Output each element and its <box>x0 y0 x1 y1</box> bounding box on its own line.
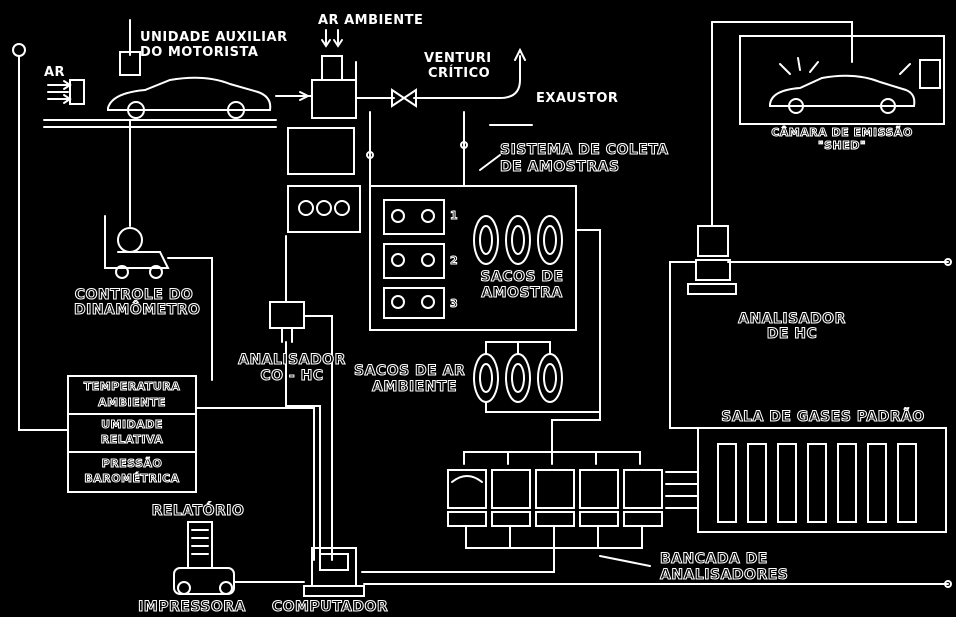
env-computer-line <box>196 408 314 560</box>
label-sistema-1: SISTEMA DE COLETA <box>500 143 669 157</box>
label-controle-1: CONTROLE DO <box>74 288 194 302</box>
ambient-air-bags <box>474 230 600 412</box>
air-inlet-arrows-icon <box>48 80 84 104</box>
label-ar: AR <box>44 66 65 80</box>
analyzer-bench <box>362 412 662 572</box>
label-camara-1: CÂMARA DE EMISSÃO <box>752 127 932 139</box>
hc-analyzer-icon <box>688 226 736 294</box>
sample-selector-valves <box>384 200 444 318</box>
driver-aux-unit-icon <box>120 20 140 75</box>
label-umidade-1: UMIDADE <box>68 419 196 431</box>
label-num-2: 2 <box>450 255 458 267</box>
label-bancada-1: BANCADA DE <box>660 552 768 566</box>
label-exaustor: EXAUSTOR <box>536 92 618 106</box>
sample-bags <box>474 216 562 264</box>
computer-icon <box>304 548 364 596</box>
label-ar-ambiente: AR AMBIENTE <box>318 14 423 28</box>
label-temperatura-2: AMBIENTE <box>68 397 196 409</box>
label-venturi: VENTURI <box>424 52 492 66</box>
label-num-1: 1 <box>450 210 458 222</box>
standard-gas-room <box>666 428 946 532</box>
report-paper-icon <box>188 522 212 568</box>
sensor-circle-icon <box>13 44 25 56</box>
label-sacos-ar-2: AMBIENTE <box>372 380 457 394</box>
control-computer-line <box>168 258 212 380</box>
label-sacos-amostra-2: AMOSTRA <box>472 286 572 300</box>
shed-chamber <box>740 36 944 124</box>
label-sacos-ar-1: SACOS DE AR <box>354 364 465 378</box>
label-analisador-hc-2: DE HC <box>732 327 852 341</box>
label-pressao-1: PRESSÃO <box>68 458 196 470</box>
label-relatorio: RELATÓRIO <box>148 504 248 518</box>
label-camara-2: "SHED" <box>752 140 932 152</box>
label-unidade-auxiliar: UNIDADE AUXILIAR <box>140 31 288 45</box>
label-num-3: 3 <box>450 298 458 310</box>
label-controle-2: DINAMÔMETRO <box>74 303 194 317</box>
label-do-motorista: DO MOTORISTA <box>140 46 258 60</box>
hc-bench-line <box>670 262 698 428</box>
dyno-control-icon <box>105 216 168 278</box>
cvs-unit-icon <box>312 30 356 118</box>
exhaust-stack <box>500 50 525 98</box>
sampler-box <box>288 128 354 174</box>
shed-top-line <box>712 22 852 62</box>
label-computador: COMPUTADOR <box>270 600 390 614</box>
venturi-valve-icon <box>392 90 416 106</box>
shed-car-icon <box>770 58 940 113</box>
label-critico: CRÍTICO <box>428 67 490 81</box>
label-impressora: IMPRESSORA <box>132 600 252 614</box>
dyno-car-icon <box>108 78 270 118</box>
cohc-analyzer-icon <box>270 302 304 342</box>
label-umidade-2: RELATIVA <box>68 434 196 446</box>
sample-system-pointer <box>480 155 500 170</box>
label-temperatura-1: TEMPERATURA <box>68 381 196 393</box>
label-pressao-2: BAROMÉTRICA <box>68 473 196 485</box>
label-sala-gases: SALA DE GASES PADRÃO <box>708 410 938 424</box>
label-sistema-2: DE AMOSTRAS <box>500 160 620 174</box>
label-analisador-cohc-1: ANALISADOR <box>226 353 358 367</box>
label-analisador-cohc-2: CO - HC <box>226 369 358 383</box>
label-bancada-2: ANALISADORES <box>660 568 788 582</box>
sensor-line <box>19 56 68 430</box>
dyno-floor <box>44 120 276 127</box>
printer-icon <box>174 568 234 594</box>
label-analisador-hc-1: ANALISADOR <box>732 312 852 326</box>
label-sacos-amostra-1: SACOS DE <box>472 270 572 284</box>
